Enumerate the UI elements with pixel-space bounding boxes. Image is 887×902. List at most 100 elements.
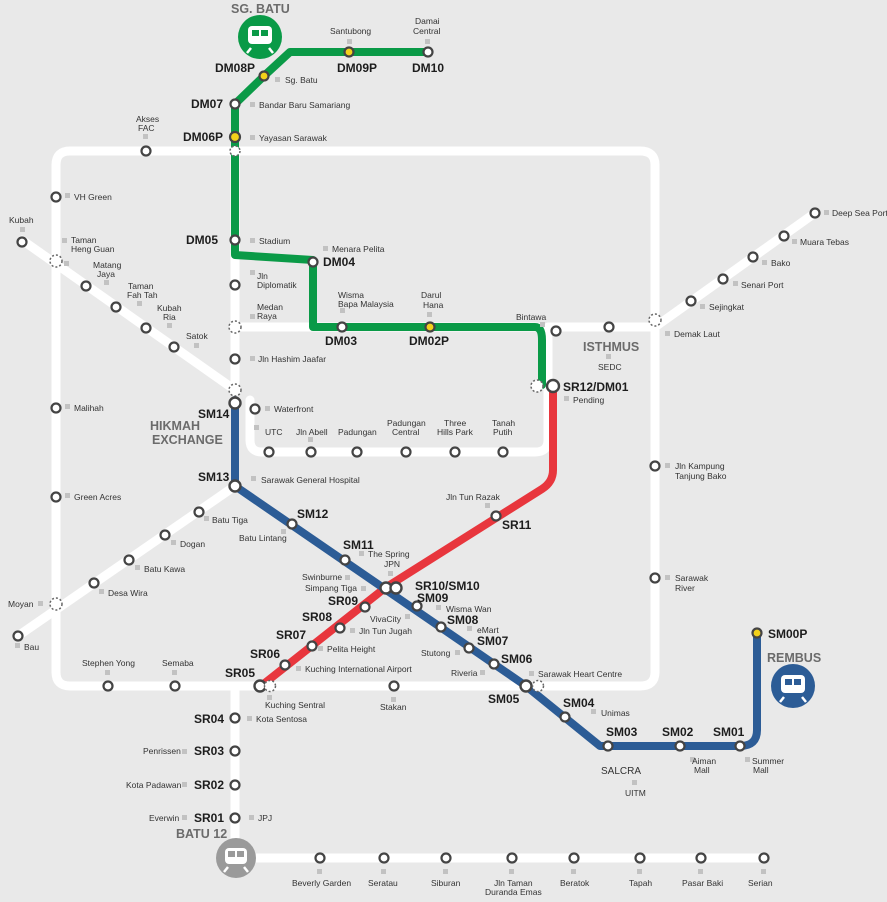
station-bintawa[interactable] <box>550 325 562 337</box>
name-sr04: Kota Sentosa <box>256 714 307 724</box>
interchange-sm05[interactable] <box>531 679 545 693</box>
station-sr01[interactable] <box>229 812 241 824</box>
station-batu-kawa[interactable] <box>123 554 135 566</box>
station-jln-abell[interactable] <box>305 446 317 458</box>
station-matang-jaya[interactable] <box>80 280 92 292</box>
station-stakan[interactable] <box>388 680 400 692</box>
station-sm04[interactable] <box>559 711 571 723</box>
station-sm06[interactable] <box>488 658 500 670</box>
batu12-depot[interactable] <box>216 838 256 878</box>
station-sm05[interactable] <box>519 679 533 693</box>
station-serian[interactable] <box>758 852 770 864</box>
station-dm02p[interactable] <box>424 321 436 333</box>
station-tapah[interactable] <box>634 852 646 864</box>
station-jln-taman-duranda-emas[interactable] <box>506 852 518 864</box>
station-jln-kampung-tanjung-bako[interactable] <box>649 460 661 472</box>
station-sm01[interactable] <box>734 740 746 752</box>
interchange-moyan[interactable] <box>49 597 63 611</box>
code-sm01: SM01 <box>713 725 745 739</box>
station-sarawak-river[interactable] <box>649 572 661 584</box>
label-taman-fah-2: Fah Tah <box>127 290 158 300</box>
station-sm08[interactable] <box>435 621 447 633</box>
station-dogan[interactable] <box>159 529 171 541</box>
station-beverly-garden[interactable] <box>314 852 326 864</box>
station-green-acres[interactable] <box>50 491 62 503</box>
sg-batu-depot[interactable] <box>238 15 282 59</box>
name-dm03-1: Wisma <box>338 290 364 300</box>
station-dm03[interactable] <box>336 321 348 333</box>
station-semaba[interactable] <box>169 680 181 692</box>
interchange-medan-raya[interactable] <box>228 320 242 334</box>
station-sedc[interactable] <box>603 321 615 333</box>
station-sm03[interactable] <box>602 740 614 752</box>
station-sr03[interactable] <box>229 745 241 757</box>
station-seratau[interactable] <box>378 852 390 864</box>
station-dm04[interactable] <box>307 256 319 268</box>
station-dm10[interactable] <box>422 46 434 58</box>
station-pasar-baki[interactable] <box>695 852 707 864</box>
station-desa-wira[interactable] <box>88 577 100 589</box>
station-sr10-sm10-b[interactable] <box>389 581 403 595</box>
station-sm07[interactable] <box>463 642 475 654</box>
station-sm13[interactable] <box>228 479 242 493</box>
name-sm07: Stutong <box>421 648 451 658</box>
station-muara-tebas[interactable] <box>778 230 790 242</box>
station-tanah-putih[interactable] <box>497 446 509 458</box>
station-dm05[interactable] <box>229 234 241 246</box>
station-kubah-ria[interactable] <box>140 322 152 334</box>
station-senari-port[interactable] <box>717 273 729 285</box>
interchange-taman-heng-guan[interactable] <box>49 254 63 268</box>
station-jln-hashim-jaafar[interactable] <box>229 353 241 365</box>
station-malihah[interactable] <box>50 402 62 414</box>
station-sr04[interactable] <box>229 712 241 724</box>
station-siburan[interactable] <box>440 852 452 864</box>
code-sm04: SM04 <box>563 696 595 710</box>
station-dm08p[interactable] <box>258 70 270 82</box>
station-padungan[interactable] <box>351 446 363 458</box>
station-sr12-dm01[interactable] <box>545 378 561 394</box>
station-sr07[interactable] <box>306 640 318 652</box>
interchange-sm14[interactable] <box>228 383 242 397</box>
station-satok[interactable] <box>168 341 180 353</box>
station-sm11[interactable] <box>339 554 351 566</box>
station-vh-green[interactable] <box>50 191 62 203</box>
interchange-sr05[interactable] <box>263 679 277 693</box>
station-jln-diplomatik[interactable] <box>229 279 241 291</box>
station-dm07[interactable] <box>229 98 241 110</box>
station-waterfront[interactable] <box>249 403 261 415</box>
interchange-sr12-dm01[interactable] <box>530 379 544 393</box>
code-sr01: SR01 <box>194 811 224 825</box>
station-utc[interactable] <box>263 446 275 458</box>
station-sejingkat[interactable] <box>685 295 697 307</box>
station-sr11[interactable] <box>490 510 502 522</box>
rembus-depot[interactable] <box>771 664 815 708</box>
interchange-demak-laut[interactable] <box>648 313 662 327</box>
station-sr02[interactable] <box>229 779 241 791</box>
station-bau[interactable] <box>12 630 24 642</box>
feeder-labels: Akses FAC VH Green Kubah Taman Heng Guan… <box>8 114 887 897</box>
interchange-dm06p[interactable] <box>229 145 241 157</box>
station-sm14[interactable] <box>228 396 242 410</box>
label-matang-1: Matang <box>93 260 122 270</box>
station-batu-tiga[interactable] <box>193 506 205 518</box>
label-batu-tiga: Batu Tiga <box>212 515 248 525</box>
station-kubah[interactable] <box>16 236 28 248</box>
station-sr09[interactable] <box>359 601 371 613</box>
station-sm09[interactable] <box>411 600 423 612</box>
name-dm03-2: Bapa Malaysia <box>338 299 394 309</box>
station-sm00p[interactable] <box>751 627 763 639</box>
station-beratok[interactable] <box>568 852 580 864</box>
station-taman-fah-tah[interactable] <box>110 301 122 313</box>
station-sr06[interactable] <box>279 659 291 671</box>
station-dm09p[interactable] <box>343 46 355 58</box>
station-stephen-yong[interactable] <box>102 680 114 692</box>
station-padungan-central[interactable] <box>400 446 412 458</box>
station-three-hills-park[interactable] <box>449 446 461 458</box>
station-deep-sea-port[interactable] <box>809 207 821 219</box>
station-bako[interactable] <box>747 251 759 263</box>
station-sm12[interactable] <box>286 518 298 530</box>
station-sr08[interactable] <box>334 622 346 634</box>
station-akses-fac[interactable] <box>140 145 152 157</box>
station-dm06p[interactable] <box>228 130 242 144</box>
station-sm02[interactable] <box>674 740 686 752</box>
